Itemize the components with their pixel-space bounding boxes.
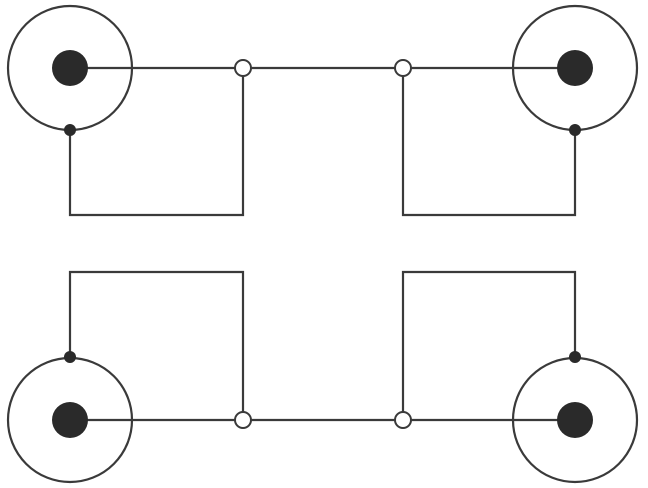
- junction-node: [234, 59, 252, 77]
- bottom-right-ground-wire: [401, 270, 577, 412]
- junction-node: [394, 59, 412, 77]
- ground-contact-dot: [64, 351, 76, 363]
- bottom-right-center-pin: [557, 402, 593, 438]
- bottom-left-center-pin: [52, 402, 88, 438]
- top-left-center-pin: [52, 50, 88, 86]
- top-right-ground-wire: [401, 76, 577, 217]
- bottom-left-ground-wire: [68, 270, 245, 412]
- ground-contact-dot: [569, 351, 581, 363]
- junction-node: [234, 411, 252, 429]
- junction-node: [394, 411, 412, 429]
- top-right-center-pin: [557, 50, 593, 86]
- ground-contact-dot: [569, 124, 581, 136]
- top-left-ground-wire: [68, 76, 245, 217]
- ground-contact-dot: [64, 124, 76, 136]
